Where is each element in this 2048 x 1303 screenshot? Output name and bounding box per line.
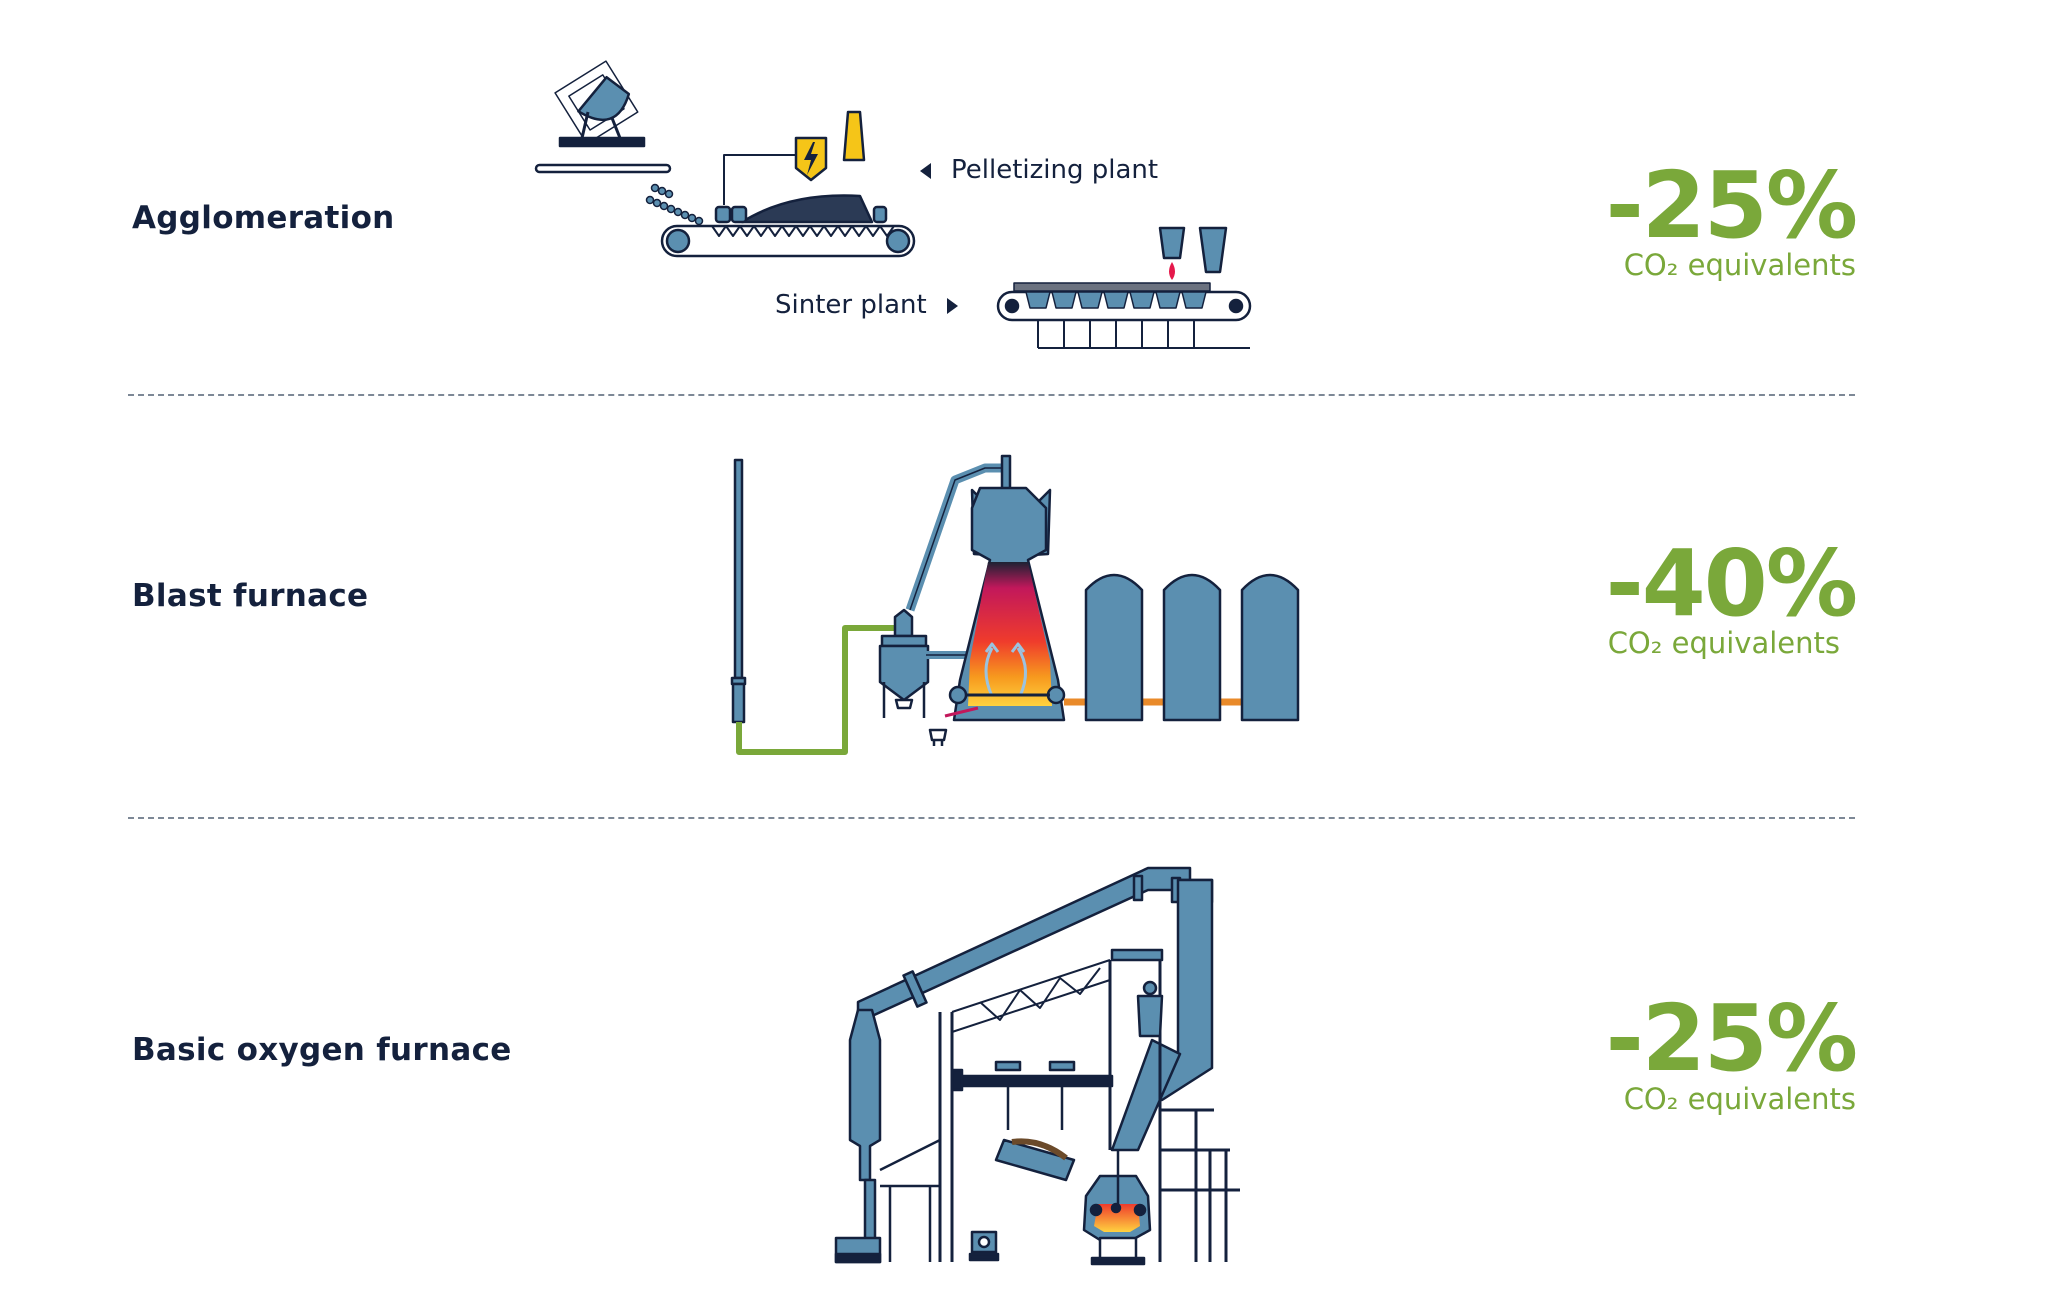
hot-stove-3 (1240, 573, 1300, 722)
reduction-unit-blast-furnace: CO₂ equivalents (1607, 626, 1840, 660)
sinter-plant-text: Sinter plant (775, 290, 927, 320)
furnace-interior (968, 562, 1052, 706)
energy-icon (794, 136, 828, 182)
pelletizing-plant-text: Pelletizing plant (951, 155, 1159, 185)
gas-pipe-green (736, 625, 895, 755)
basic-oxygen-furnace-illustration (834, 866, 1240, 1266)
section-title-basic-oxygen-furnace: Basic oxygen furnace (132, 1032, 512, 1068)
dust-catcher (878, 608, 948, 746)
pelletizing-disc-icon (554, 60, 639, 145)
reduction-unit-basic-oxygen-furnace: CO₂ equivalents (1623, 1082, 1856, 1116)
roof-truss (951, 959, 1111, 1033)
pelletizing-plant-label: Pelletizing plant (920, 155, 1158, 185)
hopper-icon (1158, 226, 1186, 260)
section-title-agglomeration: Agglomeration (132, 200, 395, 236)
hot-stove-1 (1084, 573, 1144, 722)
reduction-value-blast-furnace: -40% (1605, 530, 1858, 637)
chimney-icon (842, 110, 866, 162)
sinter-plant-illustration (996, 226, 1252, 349)
falling-pellets (645, 183, 704, 226)
molten-steel (1094, 1204, 1140, 1232)
hot-stove-2 (1162, 573, 1222, 722)
section-title-blast-furnace: Blast furnace (132, 578, 369, 614)
reduction-unit-agglomeration: CO₂ equivalents (1623, 248, 1856, 282)
sinter-plant-label: Sinter plant (775, 290, 958, 320)
arrow-right-icon (946, 297, 958, 314)
reduction-value-agglomeration: -25% (1605, 152, 1858, 259)
blast-furnace-illustration (730, 454, 1300, 755)
arrow-left-icon (920, 162, 931, 179)
pelletizing-plant-illustration (534, 60, 916, 258)
hopper-icon (1198, 226, 1228, 274)
section-divider (128, 394, 1855, 396)
stack-icon (733, 458, 744, 680)
scrap-charging-box (994, 1138, 1076, 1182)
ignition-flame-icon (1169, 262, 1175, 280)
reduction-value-basic-oxygen-furnace: -25% (1605, 985, 1858, 1092)
induration-machine (660, 194, 916, 258)
section-divider (128, 817, 1855, 819)
